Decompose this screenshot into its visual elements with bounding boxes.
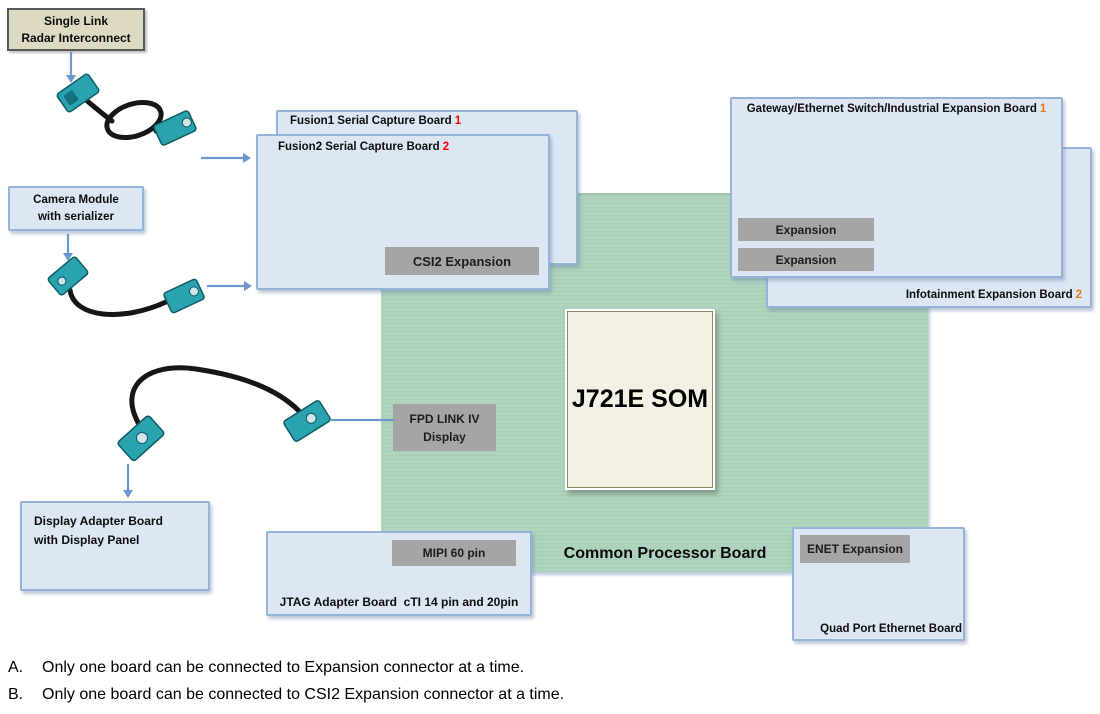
gateway-board-label: Gateway/Ethernet Switch/Industrial Expan…	[746, 103, 1037, 115]
camera-cable	[47, 256, 205, 317]
camera-box-line2: with serializer	[37, 210, 115, 223]
arrow-icon	[63, 234, 73, 261]
fakra-connector-icon	[117, 415, 165, 462]
note-a-letter: A.	[8, 659, 24, 676]
gateway-board-title: Gateway/Ethernet Switch/Industrial Expan…	[732, 103, 1061, 115]
infotainment-board-number: 2	[1075, 289, 1082, 301]
quad-port-board-label: Quad Port Ethernet Board	[820, 623, 962, 635]
expansion-connector-2: Expansion	[738, 248, 874, 271]
fpd-link-line1: FPD LINK IV	[409, 411, 480, 426]
note-b-letter: B.	[8, 686, 24, 703]
gateway-expansion-board: Gateway/Ethernet Switch/Industrial Expan…	[730, 97, 1063, 278]
fakra-connector-icon	[56, 73, 100, 113]
fusion1-board-number: 1	[454, 115, 462, 127]
fpd-link-line2: Display	[423, 429, 466, 444]
fusion1-board-label: Fusion1 Serial Capture Board	[290, 115, 452, 127]
arrow-icon	[123, 464, 133, 498]
jtag-adapter-board: MIPI 60 pin JTAG Adapter Board cTI 14 pi…	[266, 531, 532, 616]
note-b: B. Only one board can be connected to CS…	[8, 686, 564, 704]
camera-module-box: Camera Module with serializer	[8, 186, 144, 231]
note-a: A. Only one board can be connected to Ex…	[8, 659, 524, 677]
note-a-text: Only one board can be connected to Expan…	[42, 659, 525, 676]
j721e-som-label: J721E SOM	[567, 311, 713, 488]
mipi-60pin-connector: MIPI 60 pin	[392, 540, 516, 566]
quad-port-ethernet-board: ENET Expansion Quad Port Ethernet Board	[792, 527, 965, 641]
radar-cable	[56, 73, 197, 146]
fakra-connector-icon	[153, 110, 197, 146]
enet-expansion-connector: ENET Expansion	[800, 535, 910, 563]
fakra-connector-icon	[163, 278, 205, 314]
display-adapter-board: Display Adapter Board with Display Panel	[20, 501, 210, 591]
note-b-text: Only one board can be connected to CSI2 …	[42, 686, 565, 703]
fpd-link-display-connector: FPD LINK IV Display	[393, 404, 496, 451]
fakra-connector-icon	[283, 400, 331, 442]
arrow-icon	[201, 153, 251, 163]
single-link-radar-interconnect: Single Link Radar Interconnect	[7, 8, 145, 51]
csi2-expansion-connector: CSI2 Expansion	[385, 247, 539, 275]
camera-box-line1: Camera Module	[33, 193, 119, 206]
arrow-icon	[207, 281, 252, 291]
display-adapter-line2: with Display Panel	[34, 532, 140, 547]
display-cable	[117, 365, 394, 462]
infotainment-board-label: Infotainment Expansion Board	[905, 289, 1073, 301]
expansion-connector-1: Expansion	[738, 218, 874, 241]
common-processor-board-label: Common Processor Board	[563, 545, 767, 562]
j721e-som: J721E SOM	[565, 309, 715, 490]
gateway-board-number: 1	[1039, 103, 1047, 115]
fusion2-board-number: 2	[442, 141, 450, 153]
fakra-connector-icon	[47, 256, 89, 296]
radar-box-line2: Radar Interconnect	[21, 30, 131, 45]
fusion2-board-label: Fusion2 Serial Capture Board	[278, 141, 440, 153]
display-adapter-title: Display Adapter Board with Display Panel	[34, 512, 163, 549]
display-adapter-line1: Display Adapter Board	[34, 514, 163, 528]
arrow-icon	[66, 52, 76, 83]
jtag-board-label: JTAG Adapter Board cTI 14 pin and 20pin	[279, 595, 519, 609]
radar-box-line1: Single Link	[43, 14, 108, 29]
